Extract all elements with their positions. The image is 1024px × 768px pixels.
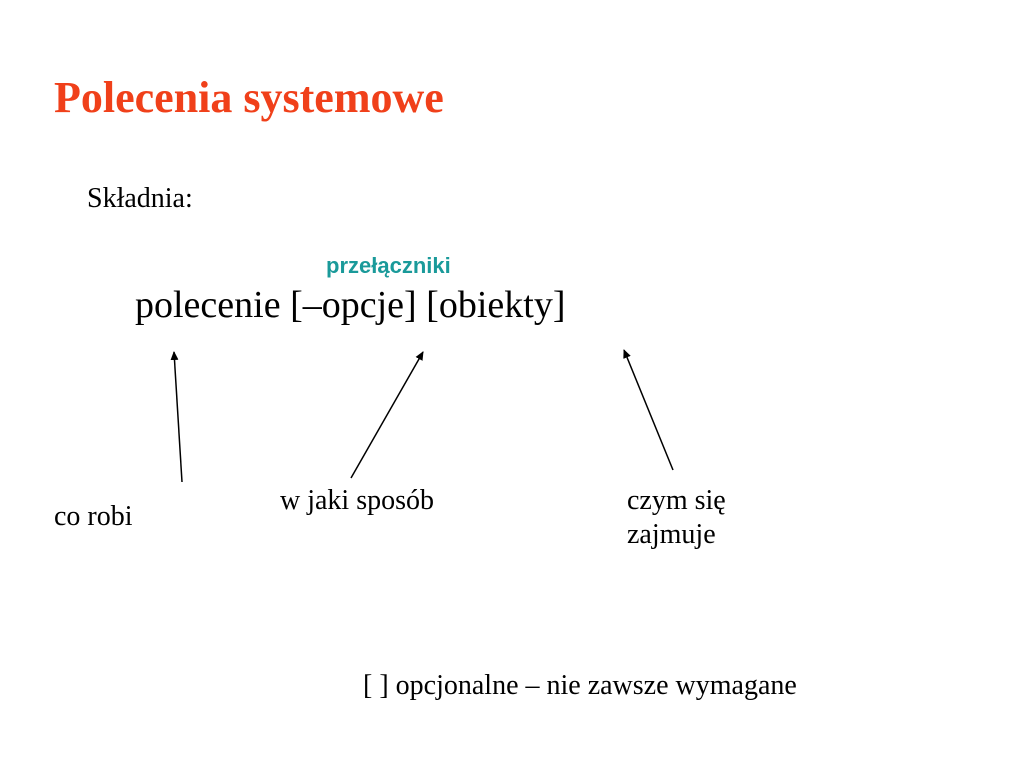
label-how: w jaki sposób xyxy=(280,485,434,516)
label-object-line1: czym się xyxy=(627,485,726,516)
arrow-objects xyxy=(623,349,674,471)
arrow-options xyxy=(350,351,424,479)
label-object-line2: zajmuje xyxy=(627,519,716,550)
command-syntax: polecenie [–opcje] [obiekty] xyxy=(135,284,566,326)
label-object: czym się zajmuje xyxy=(627,484,726,552)
syntax-label: Składnia: xyxy=(87,183,193,214)
legend-note: [ ] opcjonalne – nie zawsze wymagane xyxy=(363,670,797,701)
arrow-command xyxy=(170,351,183,483)
label-what-it-does: co robi xyxy=(54,501,133,532)
slide-title: Polecenia systemowe xyxy=(54,73,444,122)
switches-label: przełączniki xyxy=(326,253,451,278)
